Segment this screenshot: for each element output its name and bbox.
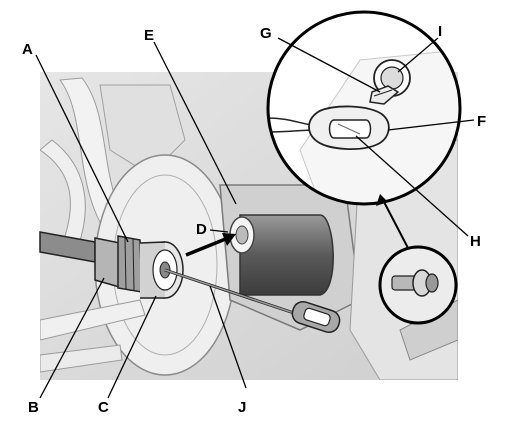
leader-j xyxy=(209,285,247,389)
callout-h: H xyxy=(470,233,481,250)
cable-end-eyelet xyxy=(291,300,341,334)
callout-labels: A B C D E F G H I J xyxy=(22,23,486,416)
leader-d xyxy=(209,229,229,233)
cable-assembly xyxy=(39,231,341,334)
leader-e xyxy=(153,41,237,205)
leader-a xyxy=(35,54,129,243)
callout-i: I xyxy=(438,23,442,40)
callout-d: D xyxy=(196,221,207,238)
callout-e: E xyxy=(144,27,154,44)
callout-g: G xyxy=(260,25,272,42)
detail-link-arrow xyxy=(376,194,409,249)
leader-f xyxy=(387,119,475,131)
leader-lines xyxy=(35,37,475,399)
leader-h xyxy=(355,135,469,237)
detail-zoom-circle xyxy=(266,10,462,206)
detail-small-circle xyxy=(378,245,458,325)
callout-b: B xyxy=(28,399,39,416)
callout-j: J xyxy=(238,399,246,416)
lock-nut xyxy=(117,235,143,293)
leader-g xyxy=(277,37,381,93)
leader-c xyxy=(107,295,157,399)
callout-f: F xyxy=(477,113,486,130)
leader-i xyxy=(397,37,439,73)
callout-c: C xyxy=(98,399,109,416)
callout-a: A xyxy=(22,41,33,58)
direction-arrow xyxy=(185,233,236,257)
leader-b xyxy=(39,277,105,399)
